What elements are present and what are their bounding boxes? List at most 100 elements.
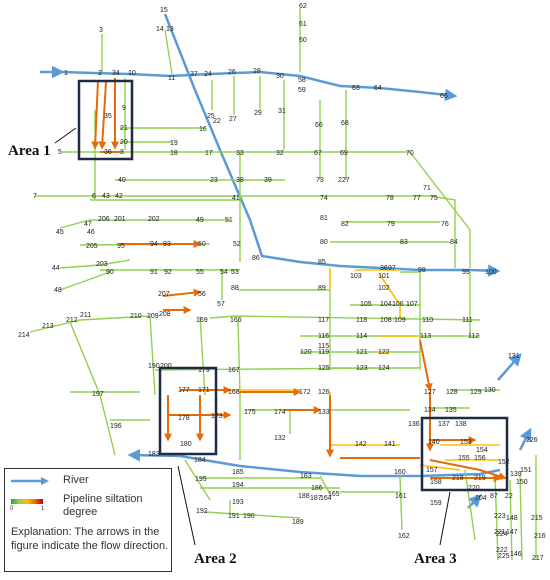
node-label: 33 bbox=[236, 150, 244, 157]
node-label: 87 bbox=[490, 493, 498, 500]
node-label: 73 bbox=[316, 177, 324, 184]
node-label: 70 bbox=[406, 150, 414, 157]
legend-river-swatch bbox=[11, 477, 49, 485]
area-3-label: Area 3 bbox=[414, 551, 457, 567]
legend-river-label: River bbox=[63, 474, 89, 486]
node-label: 108 bbox=[380, 317, 392, 324]
node-label: 180 bbox=[180, 441, 192, 448]
node-label: 8 bbox=[120, 149, 124, 156]
node-label: 57 bbox=[217, 301, 225, 308]
node-label: 91 bbox=[150, 269, 158, 276]
node-label: 142 bbox=[355, 441, 367, 448]
node-label: 161 bbox=[395, 493, 407, 500]
area-boxes bbox=[77, 79, 509, 492]
node-label: 76 bbox=[441, 221, 449, 228]
node-label: 165 bbox=[328, 491, 340, 498]
pipes-low bbox=[29, 8, 537, 561]
node-label: 153 bbox=[460, 439, 472, 446]
node-label: 16 bbox=[199, 126, 207, 133]
node-label: 83 bbox=[400, 239, 408, 246]
node-label: 119 bbox=[318, 349, 329, 356]
node-label: 53 bbox=[231, 269, 239, 276]
legend-tick-min: 0 bbox=[10, 506, 14, 512]
node-label: 30 bbox=[276, 73, 284, 80]
node-label: 37 bbox=[190, 71, 198, 78]
node-label: 141 bbox=[384, 441, 396, 448]
area-2-label: Area 2 bbox=[194, 551, 237, 567]
legend: River 0 1 Pipeline siltation degree Expl… bbox=[4, 468, 172, 572]
node-label: 74 bbox=[320, 195, 328, 202]
node-label: 31 bbox=[278, 108, 286, 115]
node-label: 105 bbox=[360, 301, 372, 308]
node-label: 203 bbox=[96, 261, 108, 268]
node-label: 56 bbox=[198, 291, 206, 298]
node-label: 202 bbox=[148, 216, 160, 223]
node-label: 213 bbox=[42, 323, 54, 330]
area-callouts bbox=[54, 127, 451, 546]
node-label: 191 bbox=[228, 513, 240, 520]
node-label: 173 bbox=[211, 413, 223, 420]
node-label: 68 bbox=[341, 120, 349, 127]
node-label: 54 bbox=[220, 269, 228, 276]
node-label: 45 bbox=[56, 229, 64, 236]
node-label: 28 bbox=[253, 68, 261, 75]
node-label: 22 bbox=[505, 493, 513, 500]
node-label: 110 bbox=[422, 317, 433, 324]
node-label: 66 bbox=[315, 122, 323, 129]
node-label: 193 bbox=[232, 499, 244, 506]
node-label: 52 bbox=[233, 241, 241, 248]
node-label: 111 bbox=[462, 317, 473, 324]
area-1-box bbox=[77, 79, 134, 161]
node-label: 200 bbox=[160, 363, 172, 370]
node-label: 128 bbox=[446, 389, 458, 396]
node-label: 10 bbox=[128, 70, 136, 77]
node-label: 59 bbox=[298, 87, 306, 94]
node-label: 187 bbox=[310, 495, 322, 502]
node-label: 125 bbox=[318, 365, 330, 372]
node-label: 130 bbox=[484, 387, 496, 394]
node-label: 38 bbox=[236, 177, 244, 184]
node-label: 178 bbox=[178, 415, 190, 422]
node-label: 99 bbox=[462, 269, 470, 276]
node-label: 171 bbox=[198, 387, 210, 394]
node-label: 71 bbox=[423, 185, 431, 192]
node-label: 226 bbox=[526, 437, 538, 444]
node-label: 220 bbox=[468, 485, 480, 492]
node-label: 224 bbox=[496, 531, 508, 538]
river-lines bbox=[40, 13, 532, 509]
node-label: 51 bbox=[225, 217, 233, 224]
node-label: 146 bbox=[510, 551, 522, 558]
node-label: 80 bbox=[320, 239, 328, 246]
node-label: 2 bbox=[98, 70, 102, 77]
node-label: 41 bbox=[232, 195, 240, 202]
node-label: 218 bbox=[452, 475, 464, 482]
node-label: 152 bbox=[498, 459, 510, 466]
node-label: 89 bbox=[318, 285, 326, 292]
node-label: 157 bbox=[426, 467, 438, 474]
pipes-high bbox=[91, 78, 507, 482]
node-label: 174 bbox=[274, 409, 286, 416]
node-label: 27 bbox=[229, 116, 237, 123]
node-label: 18 bbox=[170, 150, 178, 157]
node-label: 75 bbox=[430, 195, 438, 202]
node-label: 221 bbox=[494, 529, 506, 536]
legend-tick-max: 1 bbox=[41, 506, 45, 512]
node-label: 121 bbox=[356, 349, 368, 356]
node-label: 98 bbox=[418, 267, 426, 274]
node-label: 69 bbox=[340, 150, 348, 157]
node-label: 60 bbox=[299, 37, 307, 44]
node-label: 189 bbox=[292, 519, 304, 526]
node-label: 167 bbox=[228, 367, 240, 374]
node-label: 42 bbox=[115, 193, 123, 200]
node-label: 131 bbox=[508, 353, 520, 360]
node-label: 88 bbox=[231, 285, 239, 292]
node-label: 106 bbox=[392, 301, 404, 308]
node-label: 126 bbox=[318, 389, 330, 396]
node-label: 184 bbox=[194, 457, 206, 464]
node-label: 92 bbox=[164, 269, 172, 276]
node-label: 22 bbox=[213, 118, 221, 125]
node-label: 194 bbox=[232, 482, 244, 489]
node-label: 44 bbox=[52, 265, 60, 272]
